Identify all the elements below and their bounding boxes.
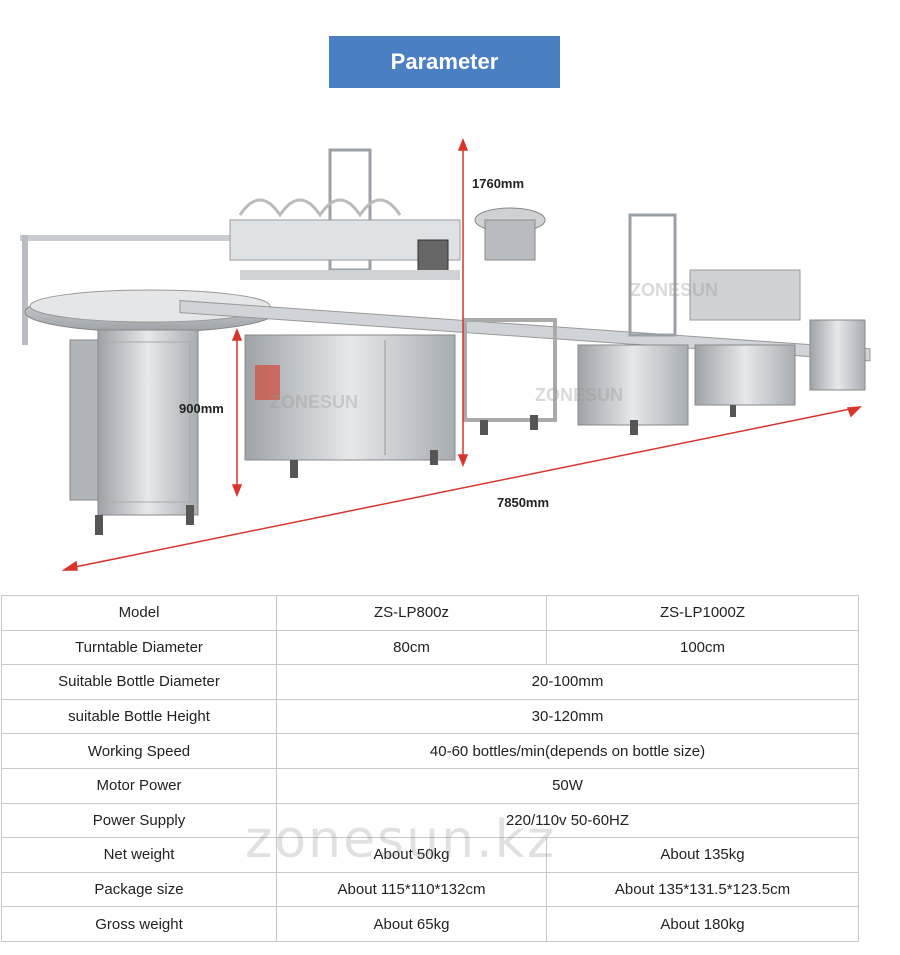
table-row: Package size About 115*110*132cm About 1… (1, 871, 859, 908)
parameter-header: Parameter (329, 36, 560, 88)
height-side-label: 900mm (179, 401, 224, 416)
height-top-label: 1760mm (472, 176, 525, 191)
cell-value: 40-60 bottles/min(depends on bottle size… (276, 733, 859, 769)
cell-value: 20-100mm (276, 664, 859, 700)
cell-value: 50W (276, 767, 859, 804)
table-row: suitable Bottle Height 30-120mm (1, 698, 859, 735)
row-label: Model (1, 595, 277, 631)
cell-value: ZS-LP1000Z (546, 595, 859, 631)
table-row: Power Supply 220/110v 50-60HZ (1, 802, 859, 839)
table-row: Working Speed 40-60 bottles/min(depends … (1, 733, 859, 769)
machine-line-figure: 1760mm 900mm 7850mm ZONESUN ZONESUN ZONE… (0, 120, 900, 590)
labeling-machine (689, 269, 801, 417)
row-label: Power Supply (1, 802, 277, 839)
cell-value: About 65kg (276, 906, 547, 942)
parameter-table: Model ZS-LP800z ZS-LP1000Z Turntable Dia… (1, 595, 859, 942)
logo-watermark: ZONESUN (270, 392, 359, 412)
logo-watermark: ZONESUN (630, 280, 719, 300)
cell-value: 80cm (276, 629, 547, 666)
cell-value: About 135*131.5*123.5cm (546, 871, 859, 908)
table-row: Suitable Bottle Diameter 20-100mm (1, 664, 859, 700)
cell-value: 30-120mm (276, 698, 859, 735)
row-label: Suitable Bottle Diameter (1, 664, 277, 700)
length-label: 7850mm (497, 495, 550, 510)
logo-watermark: ZONESUN (535, 385, 624, 405)
cell-value: 100cm (546, 629, 859, 666)
row-label: Net weight (1, 837, 277, 873)
table-row: Net weight About 50kg About 135kg (1, 837, 859, 873)
table-row: Gross weight About 65kg About 180kg (1, 906, 859, 942)
machine-illustration (20, 137, 871, 571)
row-label: Working Speed (1, 733, 277, 769)
cell-value: About 115*110*132cm (276, 871, 547, 908)
collector-unit (809, 319, 866, 391)
cell-value: About 135kg (546, 837, 859, 873)
cell-value: About 50kg (276, 837, 547, 873)
dimension-lines (61, 137, 862, 571)
table-row: Model ZS-LP800z ZS-LP1000Z (1, 595, 859, 631)
row-label: Turntable Diameter (1, 629, 277, 666)
cell-value: ZS-LP800z (276, 595, 547, 631)
table-row: Motor Power 50W (1, 767, 859, 804)
filling-machine (229, 148, 461, 478)
row-label: Package size (1, 871, 277, 908)
row-label: suitable Bottle Height (1, 698, 277, 735)
row-label: Motor Power (1, 767, 277, 804)
screwing-machine (577, 213, 689, 435)
cell-value: 220/110v 50-60HZ (276, 802, 859, 839)
table-row: Turntable Diameter 80cm 100cm (1, 629, 859, 666)
cell-value: About 180kg (546, 906, 859, 942)
row-label: Gross weight (1, 906, 277, 942)
capping-machine (463, 207, 557, 435)
